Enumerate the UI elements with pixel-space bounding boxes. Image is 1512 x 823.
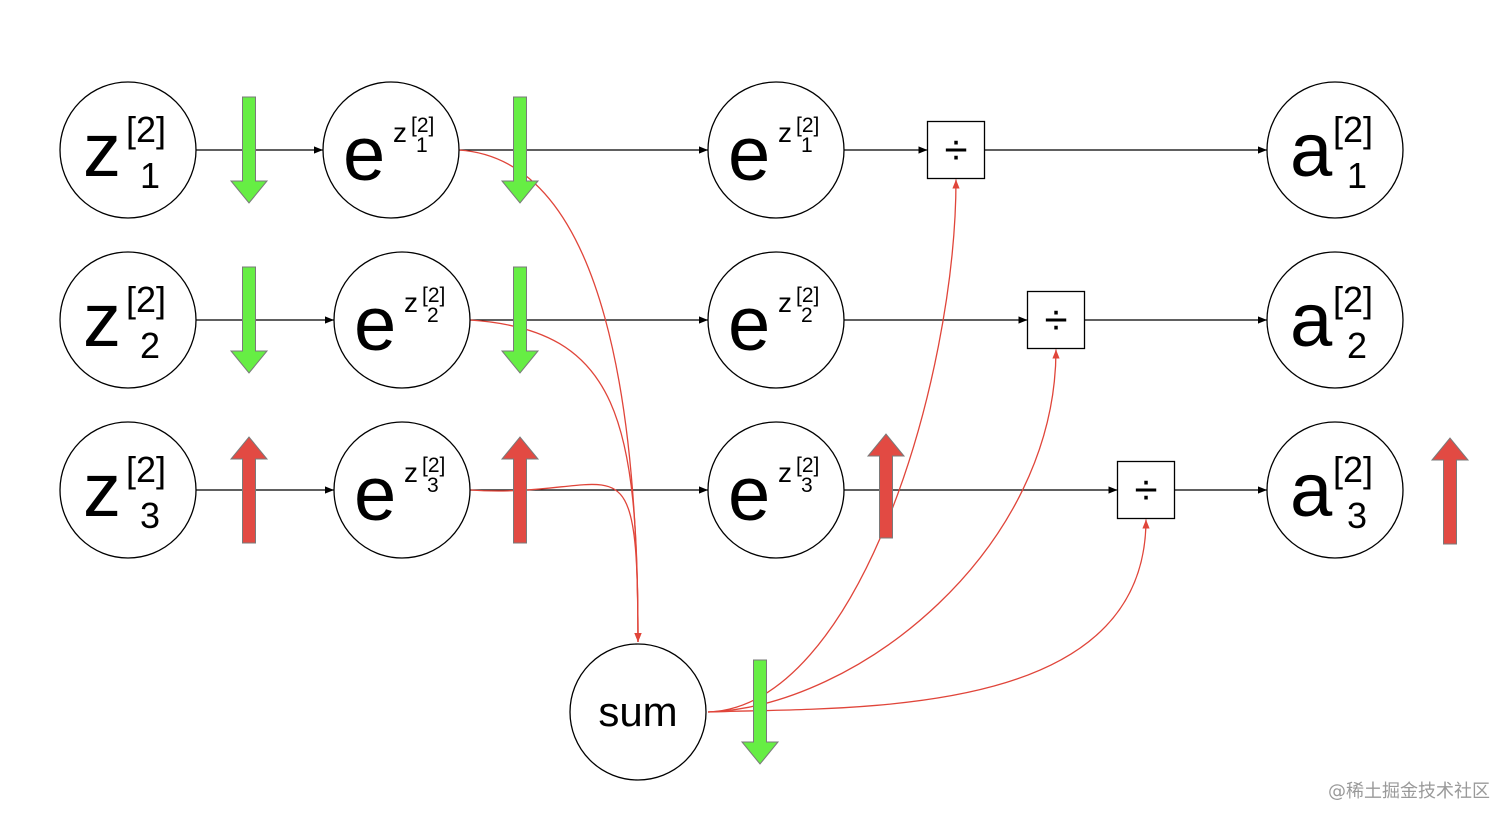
node-d2: ÷ [1026, 290, 1086, 350]
decrease-arrow-e2 [500, 266, 540, 374]
divide-symbol: ÷ [1134, 466, 1157, 513]
node-z2: z[2] 2 [59, 251, 197, 389]
exp-z: z [404, 287, 418, 318]
node-sup: [2] [1333, 279, 1373, 320]
decrease-arrow-z2 [229, 266, 269, 374]
sum-label: sum [598, 688, 677, 735]
node-circle [707, 81, 845, 219]
node-sub: 2 [1347, 325, 1367, 366]
node-circle [59, 251, 197, 389]
divide-box [1116, 460, 1176, 520]
node-sub: 1 [1347, 155, 1367, 196]
exp-base: e [728, 452, 770, 537]
exp-sup: [2] [796, 284, 819, 307]
node-circle [322, 81, 460, 219]
divide-box [926, 120, 986, 180]
sum-edge-sum-d3 [707, 519, 1150, 713]
node-circle [333, 251, 471, 389]
exp-base: e [343, 112, 385, 197]
change-arrows [229, 96, 1470, 765]
exp-sub: 3 [801, 474, 813, 497]
exp-z: z [778, 287, 792, 318]
node-circle [707, 421, 845, 559]
decrease-arrow-e1 [500, 96, 540, 204]
decrease-arrow-z1 [229, 96, 269, 204]
decrease-arrow-sum [740, 659, 780, 765]
increase-arrow-e3 [500, 436, 540, 544]
increase-arrow-z3 [229, 436, 269, 544]
node-sup: [2] [126, 449, 166, 490]
node-a3: a[2] 3 [1266, 421, 1404, 559]
node-d1: ÷ [926, 120, 986, 180]
node-sup: [2] [1333, 109, 1373, 150]
node-circle [59, 421, 197, 559]
node-base: z [83, 108, 121, 193]
exp-z: z [778, 117, 792, 148]
exp-sup: [2] [796, 454, 819, 477]
exp-sub: 2 [801, 304, 813, 327]
increase-arrow-a3 [1430, 437, 1470, 545]
node-circle [333, 421, 471, 559]
increase-arrow-c3 [866, 433, 906, 539]
sum-edge-e3-sum [469, 483, 642, 643]
node-circle [1266, 421, 1404, 559]
sum-edge-e1-sum [458, 149, 642, 643]
sum-edge-e2-sum [469, 319, 642, 643]
node-circle [1266, 251, 1404, 389]
exp-sub: 2 [427, 304, 439, 327]
exp-sup: [2] [422, 284, 445, 307]
node-z3: z[2] 3 [59, 421, 197, 559]
node-sup: [2] [126, 109, 166, 150]
exp-z: z [393, 117, 407, 148]
divide-symbol: ÷ [1044, 296, 1067, 343]
node-sub: 3 [140, 495, 160, 536]
node-circle [59, 81, 197, 219]
exp-z: z [404, 457, 418, 488]
node-base: a [1290, 448, 1333, 533]
exp-base: e [354, 452, 396, 537]
exp-base: e [728, 112, 770, 197]
watermark: @稀土掘金技术社区 [1328, 781, 1490, 802]
exp-sub: 1 [416, 134, 428, 157]
exp-sub: 1 [801, 134, 813, 157]
node-circle [707, 251, 845, 389]
node-sub: 3 [1347, 495, 1367, 536]
node-circle [569, 643, 707, 781]
node-base: a [1290, 278, 1333, 363]
node-base: a [1290, 108, 1333, 193]
node-z1: z[2] 1 [59, 81, 197, 219]
exp-base: e [728, 282, 770, 367]
node-a2: a[2] 2 [1266, 251, 1404, 389]
node-sup: [2] [1333, 449, 1373, 490]
node-base: z [83, 448, 121, 533]
exp-sup: [2] [411, 114, 434, 137]
divide-box [1026, 290, 1086, 350]
node-sup: [2] [126, 279, 166, 320]
node-sub: 1 [140, 155, 160, 196]
node-a1: a[2] 1 [1266, 81, 1404, 219]
node-sub: 2 [140, 325, 160, 366]
divide-symbol: ÷ [944, 126, 967, 173]
sum-edge-sum-d2 [707, 349, 1060, 713]
exp-base: e [354, 282, 396, 367]
node-d3: ÷ [1116, 460, 1176, 520]
exp-z: z [778, 457, 792, 488]
node-circle [1266, 81, 1404, 219]
exp-sup: [2] [796, 114, 819, 137]
exp-sub: 3 [427, 474, 439, 497]
node-sum: sum [569, 643, 707, 781]
node-base: z [83, 278, 121, 363]
exp-sup: [2] [422, 454, 445, 477]
